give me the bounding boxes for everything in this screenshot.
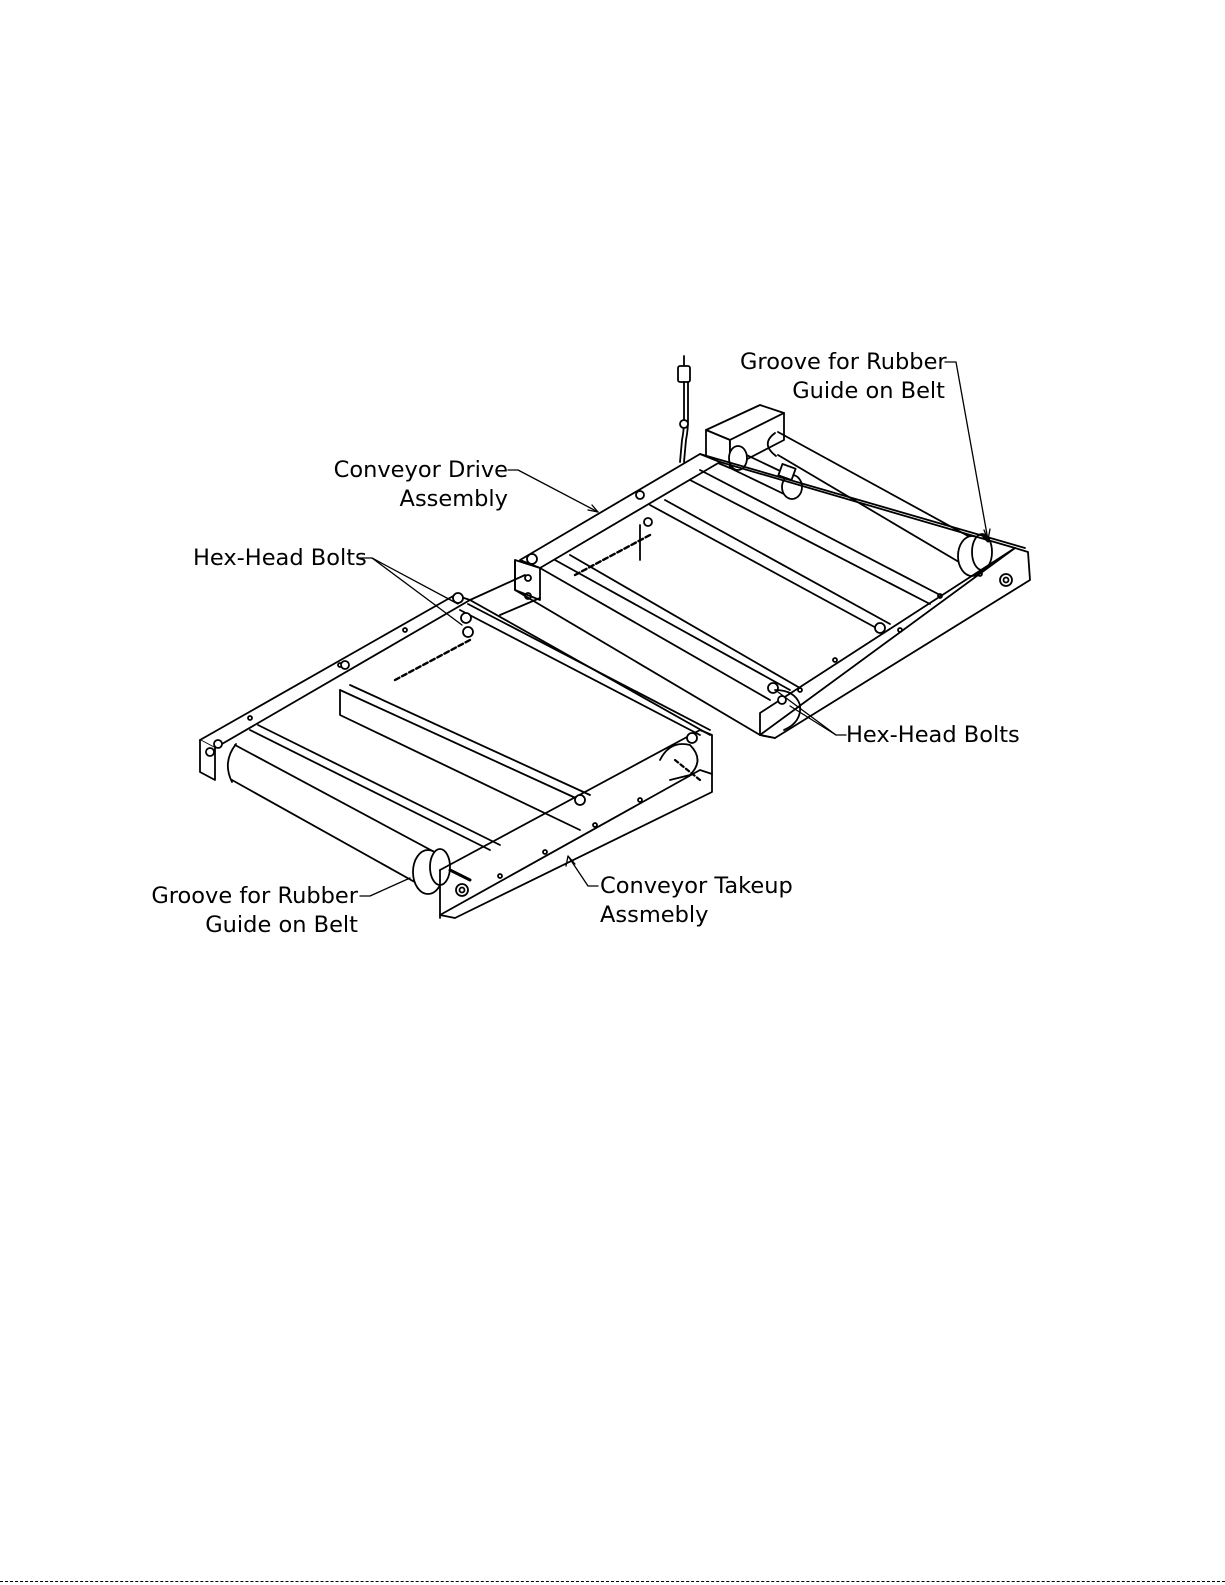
callout-conveyor-drive: Conveyor Drive Assembly [330, 456, 508, 514]
callout-groove-top-line2: Guide on Belt [740, 377, 945, 406]
callout-conveyor-drive-line2: Assembly [330, 485, 508, 514]
page-bottom-rule [0, 1581, 1225, 1582]
motor-sensor [678, 356, 690, 462]
takeup-roller [228, 744, 470, 894]
callout-groove-top: Groove for Rubber Guide on Belt [740, 348, 945, 406]
callout-hex-bolts-right: Hex-Head Bolts [846, 721, 1020, 750]
callout-conveyor-drive-line1: Conveyor Drive [330, 456, 508, 485]
callout-groove-bottom-line1: Groove for Rubber [150, 882, 358, 911]
drive-roller [768, 432, 992, 576]
callout-hex-bolts-left: Hex-Head Bolts [193, 544, 367, 573]
callout-groove-top-line1: Groove for Rubber [740, 348, 945, 377]
callout-groove-bottom: Groove for Rubber Guide on Belt [150, 882, 358, 940]
callout-conveyor-takeup-line2: Assmebly [600, 901, 793, 930]
conveyor-drive-assembly [515, 356, 1030, 738]
conveyor-takeup-assembly [200, 593, 712, 918]
leader-lines [360, 362, 990, 896]
callout-hex-bolts-left-label: Hex-Head Bolts [193, 544, 367, 573]
callout-groove-bottom-line2: Guide on Belt [150, 911, 358, 940]
callout-hex-bolts-right-label: Hex-Head Bolts [846, 721, 1020, 750]
callout-conveyor-takeup: Conveyor Takeup Assmebly [600, 872, 793, 930]
callout-conveyor-takeup-line1: Conveyor Takeup [600, 872, 793, 901]
